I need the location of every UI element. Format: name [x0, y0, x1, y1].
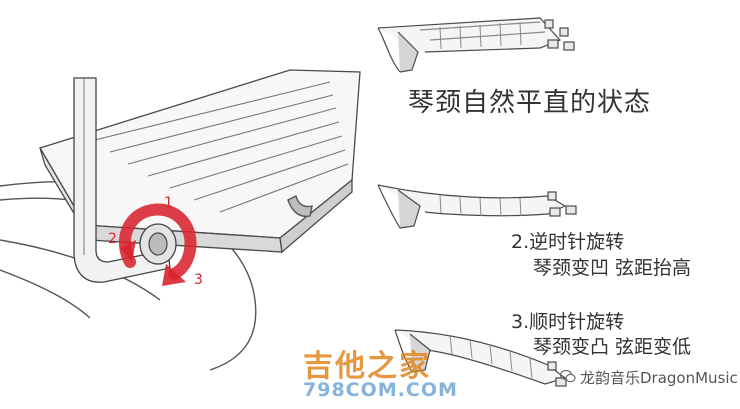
wechat-icon: [560, 369, 576, 383]
caption-step3-title: 3.顺时针旋转: [511, 311, 625, 333]
rotation-marker-1: 1: [164, 195, 173, 211]
watermark-brand: 龙韵音乐DragonMusic: [580, 369, 738, 387]
caption-natural: 琴颈自然平直的状态: [408, 88, 652, 118]
fret-slot: [287, 194, 313, 218]
watermark-logo: 吉他之家: [303, 349, 431, 384]
caption-step2-effect: 琴颈变凹 弦距抬高: [533, 257, 692, 279]
caption-step2-title: 2.逆时针旋转: [511, 231, 625, 253]
neck-profile-natural: [377, 17, 575, 73]
rotation-arrow-icon: [119, 203, 197, 286]
neck-profile-concave: [377, 184, 577, 229]
fret-lines: [94, 81, 349, 213]
caption-step3-effect: 琴颈变凸 弦距变低: [533, 336, 692, 358]
neck-profile-convex: [394, 329, 567, 387]
truss-rod-socket: [139, 223, 177, 265]
rotation-marker-2: 2: [108, 231, 117, 247]
watermark-site: 798COM.COM: [303, 379, 458, 401]
rotation-marker-3: 3: [194, 272, 203, 288]
